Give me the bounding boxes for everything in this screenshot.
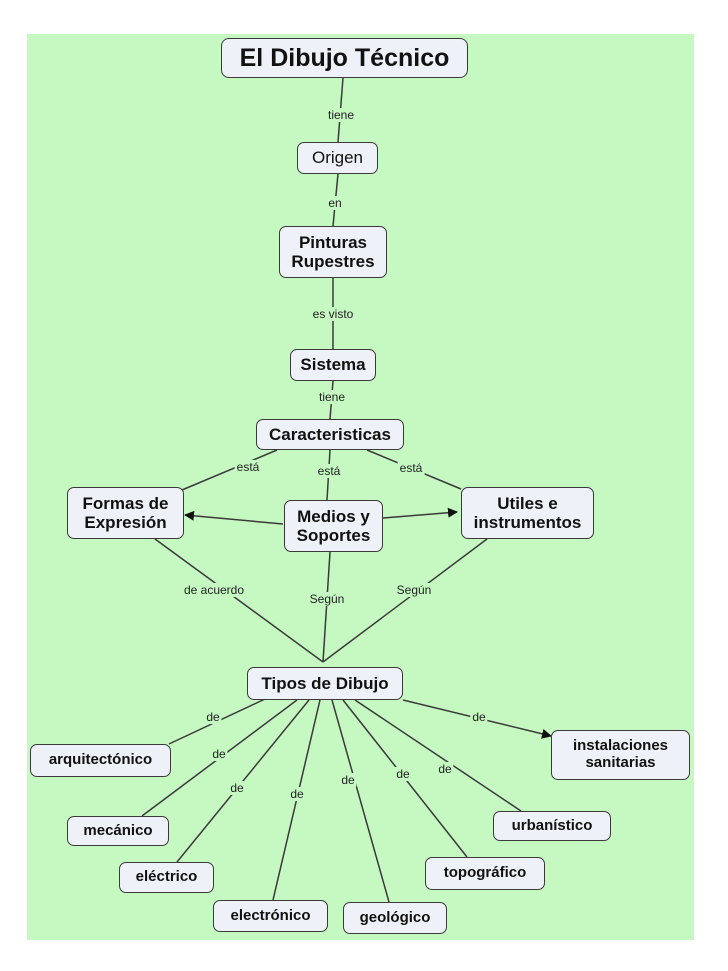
link-label-de-topografico: de — [394, 767, 412, 781]
edge-medios-utiles — [382, 507, 458, 519]
node-origen[interactable]: Origen — [297, 142, 378, 174]
node-urbanistico[interactable]: urbanístico — [493, 811, 611, 841]
link-label-segun-right: Según — [394, 583, 434, 597]
link-label-de-mecanico: de — [210, 747, 228, 761]
node-instalaciones-sanitarias[interactable]: instalaciones sanitarias — [551, 730, 690, 780]
node-utiles-e-instrumentos[interactable]: Utiles e instrumentos — [461, 487, 594, 539]
edge-tipos-urbanistico — [354, 699, 522, 812]
link-label-segun-mid: Según — [307, 592, 347, 606]
node-sistema[interactable]: Sistema — [290, 349, 376, 381]
edge-caracteristicas-formas — [181, 449, 278, 491]
node-caracteristicas[interactable]: Caracteristicas — [256, 419, 404, 450]
link-label-de-arquitectonico: de — [204, 710, 222, 724]
node-geologico[interactable]: geológico — [343, 902, 447, 934]
edge-utiles-tipos — [322, 538, 488, 663]
link-label-de-urbanistico: de — [436, 762, 454, 776]
node-mecanico[interactable]: mecánico — [67, 816, 169, 846]
link-label-esta-right: está — [397, 461, 425, 475]
node-pinturas-rupestres[interactable]: Pinturas Rupestres — [279, 226, 387, 278]
node-electrico[interactable]: eléctrico — [119, 862, 214, 893]
link-label-tiene: tiene — [325, 108, 357, 122]
link-label-esta-left: está — [234, 460, 262, 474]
link-label-de-geologico: de — [339, 773, 357, 787]
node-topografico[interactable]: topográfico — [425, 857, 545, 890]
link-label-de-acuerdo: de acuerdo — [181, 583, 247, 597]
link-label-de-electronico: de — [288, 787, 306, 801]
edge-medios-formas — [184, 510, 284, 525]
node-formas-de-expresion[interactable]: Formas de Expresión — [67, 487, 184, 539]
node-el-dibujo-tecnico[interactable]: El Dibujo Técnico — [221, 38, 468, 78]
node-electronico[interactable]: electrónico — [213, 900, 328, 932]
node-medios-y-soportes[interactable]: Medios y Soportes — [284, 500, 383, 552]
link-label-esta-mid: está — [315, 464, 343, 478]
link-label-tiene-2: tiene — [316, 390, 348, 404]
edge-formas-tipos — [154, 538, 324, 663]
link-label-de-instalaciones: de — [470, 710, 488, 724]
node-arquitectonico[interactable]: arquitectónico — [30, 744, 171, 777]
link-label-en: en — [326, 196, 344, 210]
link-label-de-electrico: de — [228, 781, 246, 795]
edge-medios-tipos — [322, 551, 331, 663]
node-tipos-de-dibujo[interactable]: Tipos de Dibujo — [247, 667, 403, 700]
link-label-es-visto: es visto — [310, 307, 356, 321]
edge-tipos-geologico — [331, 699, 390, 903]
concept-map-canvas: tiene en es visto tiene está está está d… — [27, 34, 694, 940]
